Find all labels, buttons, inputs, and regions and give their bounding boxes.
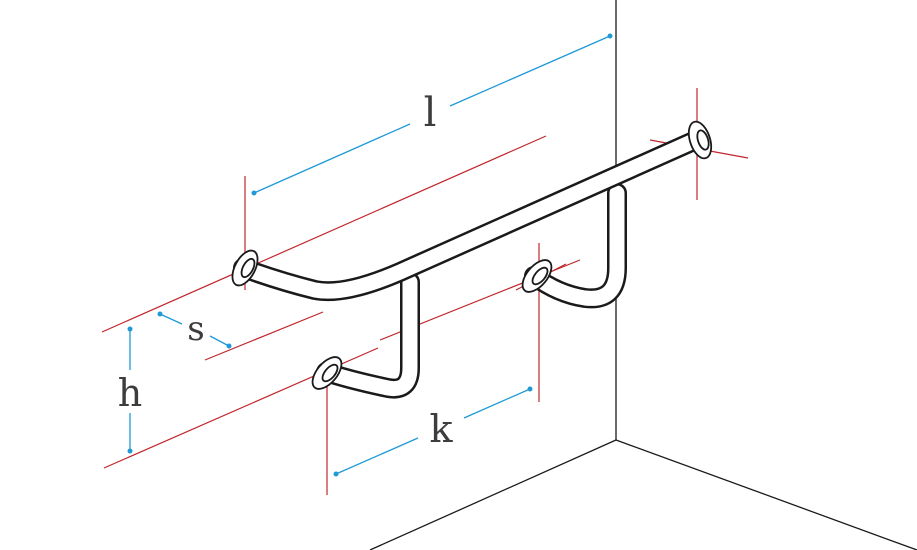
support-distance-label: k [429, 407, 453, 451]
height-label: h [118, 371, 142, 415]
main-bar-fill [235, 132, 704, 299]
length-dimension-end [607, 33, 613, 39]
bar-axis-reference-line [204, 311, 324, 361]
height-dimension-start [127, 326, 133, 332]
end-wall-flange [687, 120, 713, 160]
spacing-dimension-end [226, 343, 232, 349]
floor-line-right [615, 439, 917, 550]
length-label: l [424, 90, 437, 136]
bar-top-reference-line [101, 135, 547, 333]
room-outline [369, 0, 917, 550]
spacing-dimension-start [157, 311, 163, 317]
length-dimension-line-b [449, 35, 611, 107]
length-dimension-start [251, 190, 257, 196]
construction-lines [101, 88, 749, 495]
length-dimension-line-a [253, 123, 411, 194]
right-support-fill [526, 185, 625, 306]
floor-line-left [369, 439, 617, 550]
spacing-dimension-line-b [209, 335, 230, 347]
grab-bar [233, 130, 706, 399]
height-dimension-end [127, 448, 133, 454]
support-distance-line-b [463, 388, 531, 419]
support-distance-end [527, 386, 533, 392]
spacing-dimension-line-a [159, 313, 183, 325]
spacing-label: s [187, 309, 204, 349]
support-distance-start [333, 471, 339, 477]
dimension-lines [127, 33, 613, 477]
left-support-fill [318, 274, 418, 397]
left-wall-flange [231, 249, 259, 287]
left-post-flange [311, 356, 343, 390]
mounting-flanges [231, 120, 713, 390]
right-post-flange [521, 259, 553, 293]
support-distance-line-a [335, 437, 419, 475]
